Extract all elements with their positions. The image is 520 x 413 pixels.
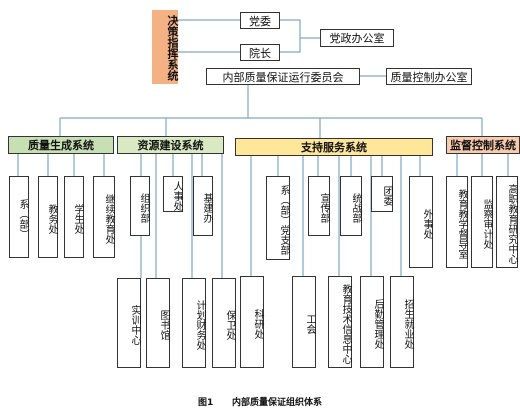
unit-training: 实训中心	[117, 278, 141, 368]
committee-box: 内部质量保证运行委员会	[206, 68, 360, 85]
unit-security: 保卫处	[212, 278, 236, 368]
president-box: 院长	[240, 44, 280, 61]
party-admin-office-box: 党政办公室	[320, 29, 394, 47]
unit-organization: 组织部	[130, 176, 150, 236]
unit-audit: 监察审计处	[471, 176, 493, 268]
unit-united-front: 统战部	[340, 176, 362, 236]
unit-logistics: 后勤管理处	[360, 276, 384, 368]
unit-library: 图书馆	[146, 278, 170, 368]
unit-academic: 教务处	[38, 176, 58, 258]
unit-enrollment: 招生就业处	[390, 276, 414, 368]
unit-supervision: 教育教学督导室	[446, 176, 468, 268]
unit-continuing: 继续教育处	[93, 176, 115, 258]
unit-edutech: 教育技术信息中心	[328, 276, 352, 368]
unit-personnel: 人事处	[163, 176, 183, 212]
unit-party-branch: 系（部）党支部	[266, 176, 290, 260]
unit-dept: 系（部）	[9, 176, 29, 258]
quality-system-box: 质量生成系统	[8, 136, 114, 154]
decision-command-box: 决策指挥系统	[152, 10, 179, 84]
unit-publicity: 宣传部	[308, 176, 330, 236]
unit-student: 学生处	[64, 176, 84, 258]
unit-construction: 基建办	[193, 176, 213, 236]
monitor-system-box: 监督控制系统	[446, 136, 520, 154]
unit-research-center: 高职教育研究中心	[496, 176, 518, 268]
unit-league: 团委	[371, 176, 393, 212]
unit-foreign: 外事处	[409, 176, 433, 268]
figure-caption: 图1 内部质量保证组织体系	[197, 398, 323, 408]
support-system-box: 支持服务系统	[235, 138, 433, 156]
party-committee-box: 党委	[240, 12, 280, 29]
unit-finance: 计划财务处	[182, 278, 206, 368]
resource-system-box: 资源建设系统	[117, 136, 224, 154]
qc-office-box: 质量控制办公室	[386, 68, 472, 85]
unit-research: 科研处	[240, 276, 264, 368]
unit-union: 工会	[292, 276, 316, 368]
